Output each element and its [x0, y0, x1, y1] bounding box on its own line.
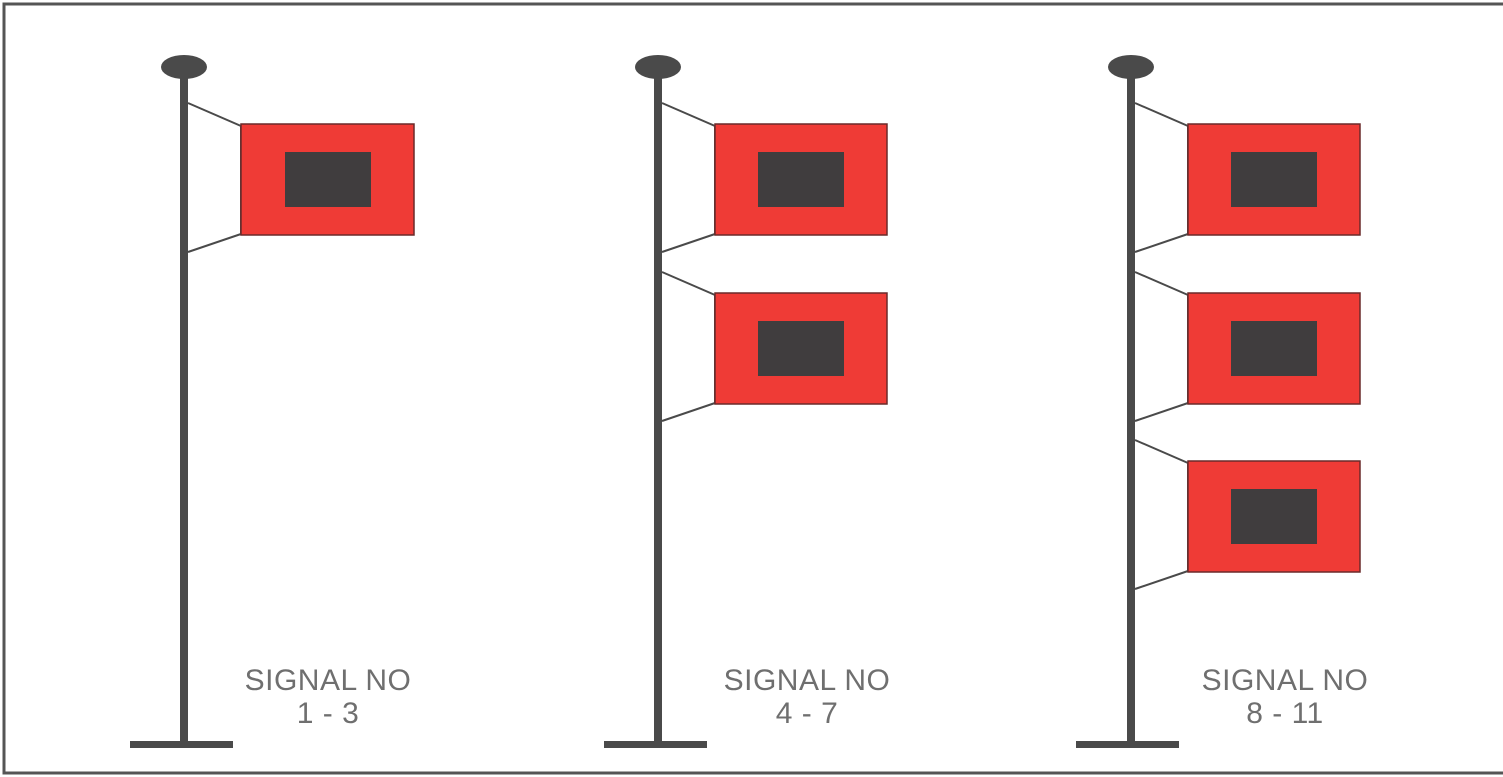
mast-1-pole — [180, 72, 188, 744]
mast-2-finial — [635, 55, 681, 79]
mast-2 — [604, 55, 707, 748]
mast-3-base — [1076, 741, 1179, 748]
flag-3-3-halyard — [1135, 440, 1188, 589]
flag-2-2 — [662, 272, 887, 421]
flag-3-1 — [1135, 103, 1360, 252]
signal-1-range: 1 - 3 — [297, 697, 360, 730]
mast-2-pole — [654, 72, 662, 744]
flag-3-2 — [1135, 272, 1360, 421]
signal-group-3: SIGNAL NO 8 - 11 — [1076, 55, 1368, 748]
flag-3-1-center — [1231, 152, 1317, 207]
flag-3-2-center — [1231, 321, 1317, 376]
flag-1-1 — [188, 103, 414, 252]
flag-1-1-halyard — [188, 103, 241, 252]
flag-1-1-center — [285, 152, 371, 207]
signal-2-title: SIGNAL NO — [724, 664, 891, 697]
mast-1-finial — [161, 55, 207, 79]
mast-3-finial — [1108, 55, 1154, 79]
flag-3-3-center — [1231, 489, 1317, 544]
flag-2-2-halyard — [662, 272, 715, 421]
signal-3-title: SIGNAL NO — [1202, 664, 1369, 697]
mast-2-base — [604, 741, 707, 748]
signal-group-1: SIGNAL NO 1 - 3 — [130, 55, 414, 748]
signal-2-range: 4 - 7 — [776, 697, 839, 730]
flag-2-1-halyard — [662, 103, 715, 252]
mast-1 — [130, 55, 233, 748]
signal-group-2: SIGNAL NO 4 - 7 — [604, 55, 890, 748]
mast-3 — [1076, 55, 1179, 748]
flag-3-2-halyard — [1135, 272, 1188, 421]
flag-3-3 — [1135, 440, 1360, 589]
mast-1-base — [130, 741, 233, 748]
flag-2-2-center — [758, 321, 844, 376]
flag-3-1-halyard — [1135, 103, 1188, 252]
mast-3-pole — [1127, 72, 1135, 744]
flag-2-1-center — [758, 152, 844, 207]
flag-2-1 — [662, 103, 887, 252]
signal-1-title: SIGNAL NO — [245, 664, 412, 697]
signal-3-range: 8 - 11 — [1246, 697, 1324, 730]
